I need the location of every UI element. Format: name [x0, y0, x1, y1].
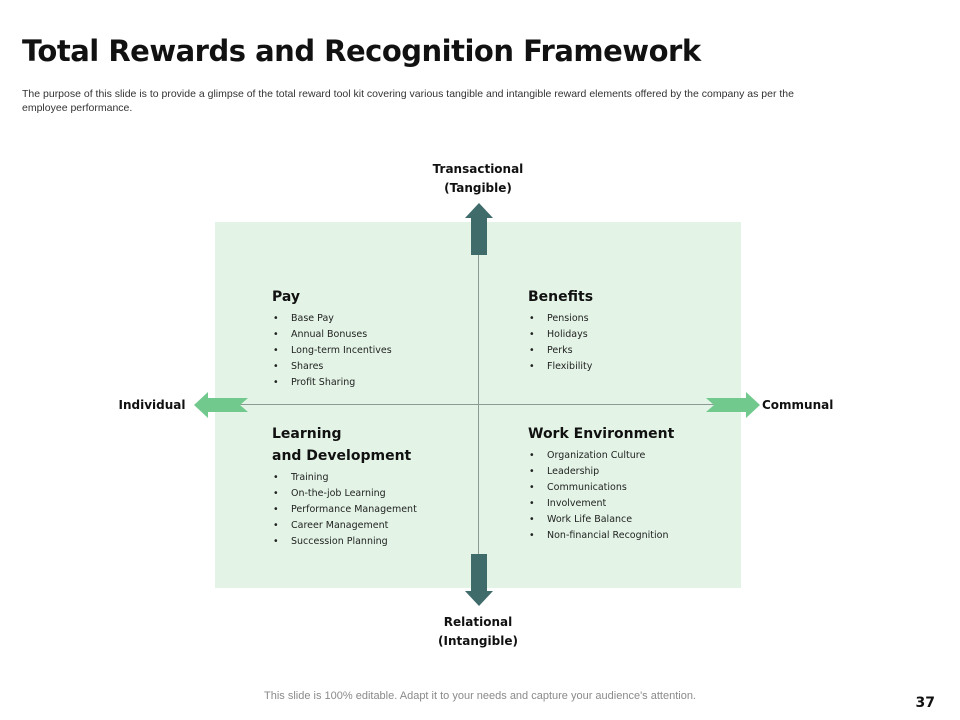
list-item: Long-term Incentives [272, 343, 392, 359]
list-item: Annual Bonuses [272, 327, 392, 343]
list-item: Involvement [528, 496, 674, 512]
horizontal-axis-line [205, 404, 755, 405]
axis-label-bottom: Relational (Intangible) [398, 613, 558, 651]
list-item: Shares [272, 359, 392, 375]
list-item: Work Life Balance [528, 512, 674, 528]
arrow-up-icon [465, 203, 493, 255]
quadrant-benefits-list: Pensions Holidays Perks Flexibility [528, 311, 593, 375]
list-item: Profit Sharing [272, 375, 392, 391]
quadrant-benefits-title: Benefits [528, 289, 594, 305]
list-item: Pensions [528, 311, 593, 327]
quadrant-pay-list: Base Pay Annual Bonuses Long-term Incent… [272, 311, 392, 391]
axis-top-line2: (Tangible) [444, 181, 512, 195]
arrow-left-icon [194, 392, 248, 418]
list-item: Holidays [528, 327, 593, 343]
list-item: Leadership [528, 464, 674, 480]
page-number: 37 [915, 695, 935, 711]
quadrant-work-environment: Work Environment Organization Culture Le… [528, 423, 674, 544]
list-item: Organization Culture [528, 448, 674, 464]
axis-bottom-line1: Relational [443, 615, 513, 629]
quadrant-pay-title: Pay [272, 289, 301, 305]
axis-label-right: Communal [762, 398, 834, 412]
list-item: Career Management [272, 518, 417, 534]
list-item: Flexibility [528, 359, 593, 375]
quadrant-learning-list: Training On-the-job Learning Performance… [272, 470, 417, 550]
list-item: Base Pay [272, 311, 392, 327]
axis-bottom-line2: (Intangible) [438, 634, 518, 648]
slide-subtitle: The purpose of this slide is to provide … [22, 88, 794, 114]
slide-footer: This slide is 100% editable. Adapt it to… [264, 690, 696, 702]
quadrant-learning: Learning and Development Training On-the… [272, 423, 417, 550]
slide-title: Total Rewards and Recognition Framework [22, 34, 701, 68]
list-item: Training [272, 470, 417, 486]
quadrant-learning-title-line2: and Development [272, 448, 412, 464]
list-item: Communications [528, 480, 674, 496]
vertical-axis-line [478, 220, 479, 590]
list-item: Non-financial Recognition [528, 528, 674, 544]
quadrant-work-title: Work Environment [528, 426, 675, 442]
quadrant-pay: Pay Base Pay Annual Bonuses Long-term In… [272, 286, 392, 391]
quadrant-work-list: Organization Culture Leadership Communic… [528, 448, 674, 544]
list-item: Perks [528, 343, 593, 359]
quadrant-learning-title: Learning and Development [272, 423, 417, 467]
list-item: Performance Management [272, 502, 417, 518]
axis-label-top: Transactional (Tangible) [398, 160, 558, 198]
arrow-down-icon [465, 554, 493, 606]
axis-top-line1: Transactional [432, 162, 524, 176]
list-item: Succession Planning [272, 534, 417, 550]
arrow-right-icon [706, 392, 760, 418]
axis-label-left: Individual [118, 398, 186, 412]
quadrant-benefits: Benefits Pensions Holidays Perks Flexibi… [528, 286, 593, 375]
quadrant-learning-title-line1: Learning [272, 426, 342, 442]
list-item: On-the-job Learning [272, 486, 417, 502]
